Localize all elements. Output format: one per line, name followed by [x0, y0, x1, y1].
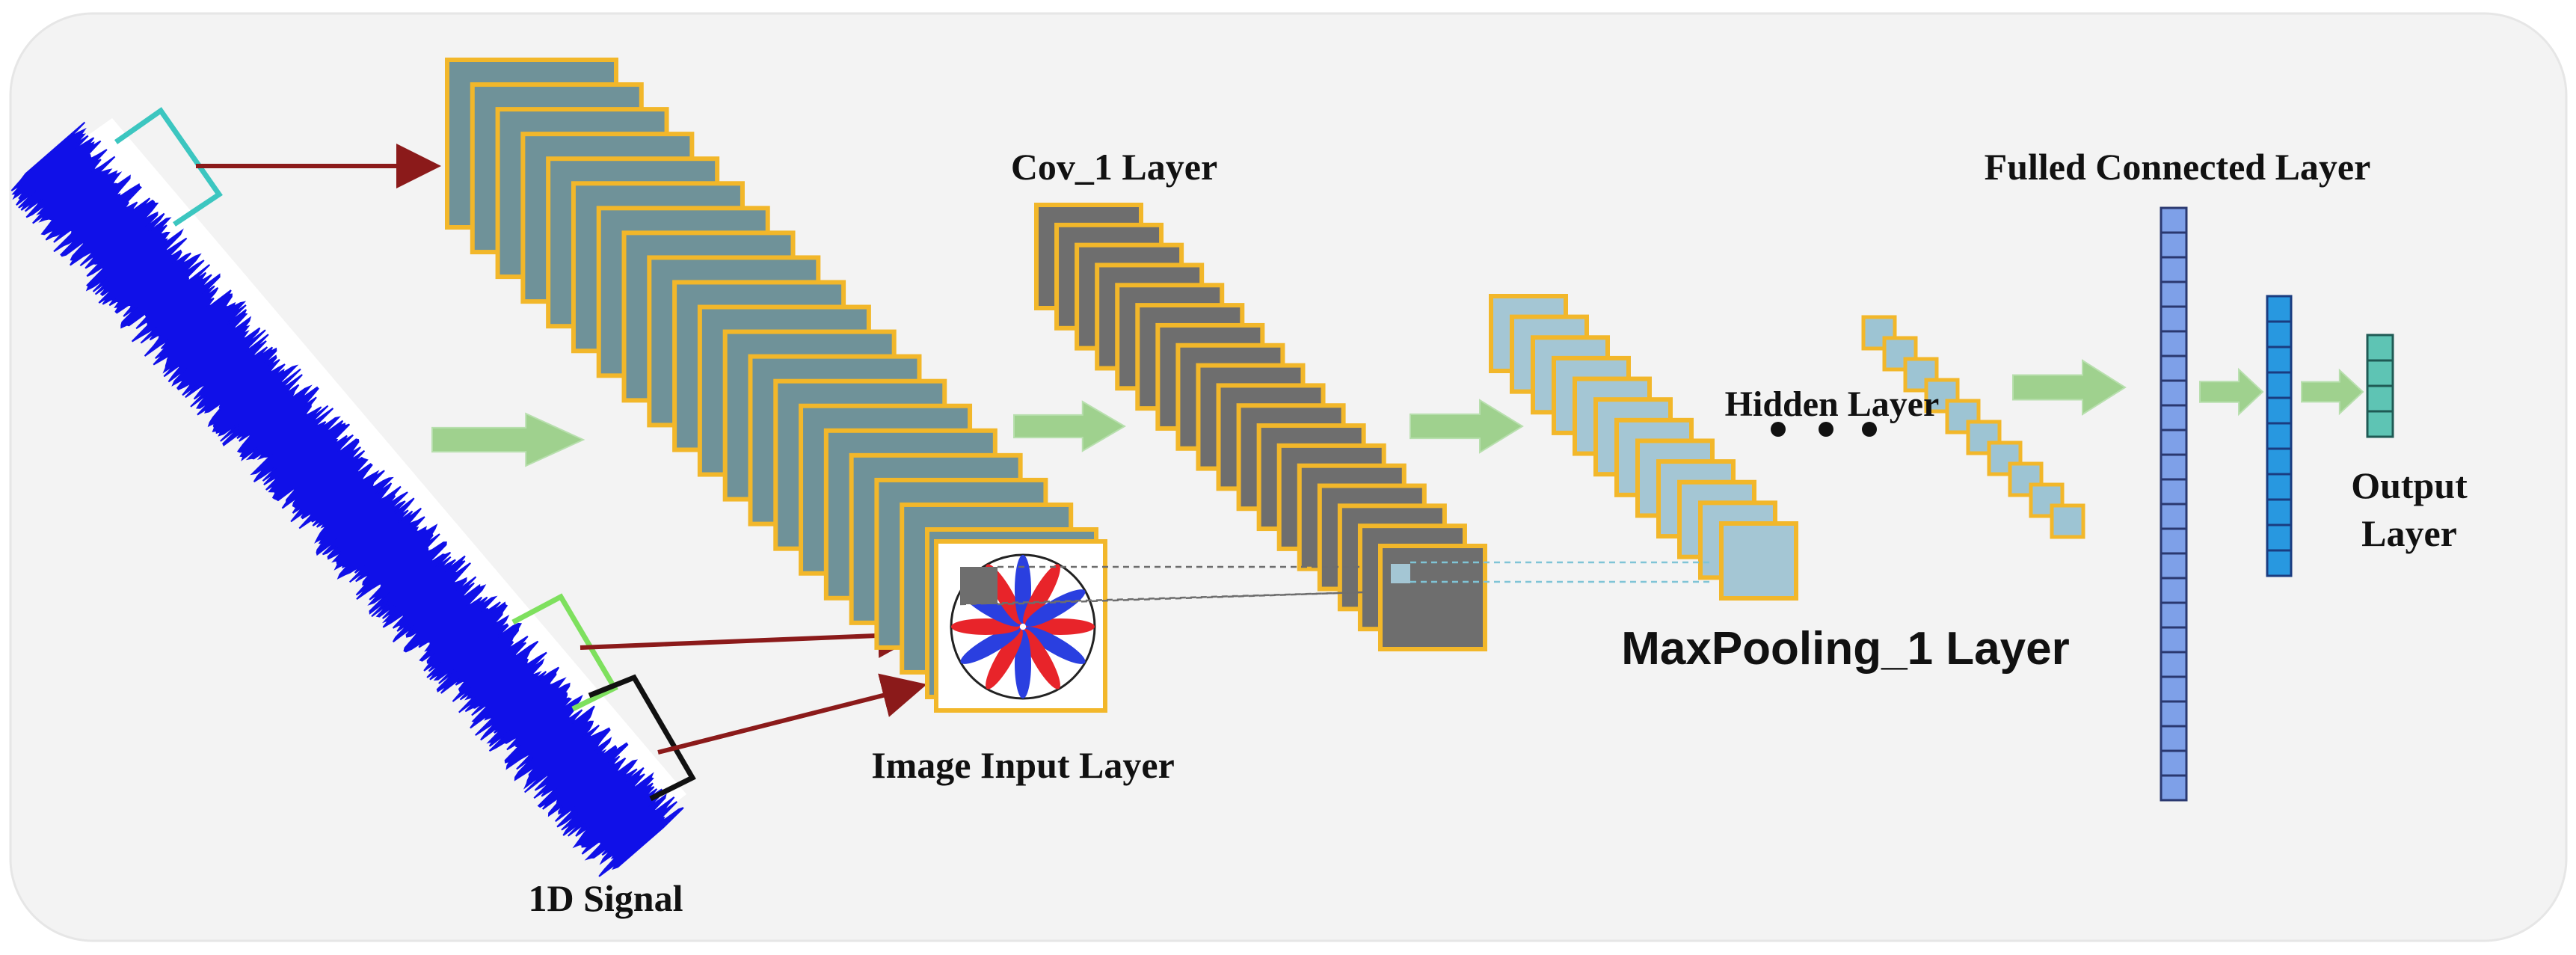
fc-col2-cell-6 [2266, 422, 2293, 450]
fc-col1-cell-21 [2160, 700, 2188, 728]
connector-lines [959, 565, 1363, 606]
fc-col1-cell-22 [2160, 725, 2188, 752]
fc-column-2 [2266, 295, 2293, 577]
signal-bracket-green [511, 593, 618, 712]
polar-petal-2 [1025, 627, 1086, 664]
arrow-signal-to-input-image2 [657, 673, 927, 755]
conv-frame-18 [1378, 544, 1487, 651]
connector-line-3 [959, 591, 1363, 606]
polar-petal-12 [1025, 589, 1086, 627]
fc-col2-cell-2 [2266, 320, 2293, 348]
fc-col1-cell-18 [2160, 626, 2188, 654]
output-column [2366, 334, 2394, 438]
signal-bracket-black [588, 674, 696, 802]
fc-col1-cell-23 [2160, 749, 2188, 777]
fc-col1-cell-17 [2160, 601, 2188, 629]
fc-column-1 [2160, 206, 2188, 802]
fc-col2-cell-3 [2266, 346, 2293, 374]
conv-highlight-square [1391, 564, 1410, 583]
fc-col1-cell-6 [2160, 330, 2188, 357]
fc-col1-cell-9 [2160, 404, 2188, 432]
fc-col1-cell-13 [2160, 503, 2188, 530]
fc-col1-cell-1 [2160, 206, 2188, 234]
hidden-dot-2 [1819, 422, 1833, 437]
connector-lines-blue [1410, 561, 1712, 583]
fc-col2-cell-8 [2266, 473, 2293, 501]
fc-col2-cell-10 [2266, 523, 2293, 552]
fc-col1-cell-20 [2160, 675, 2188, 703]
hidden-dot-1 [1771, 422, 1786, 437]
output-cell-3 [2366, 384, 2394, 413]
fc-col1-cell-16 [2160, 577, 2188, 604]
label-fc-layer: Fulled Connected Layer [1985, 146, 2371, 188]
arrow-signal-to-input-image1 [580, 612, 923, 658]
fc-col1-cell-4 [2160, 280, 2188, 308]
maxpool-frame-12 [1719, 521, 1798, 601]
flow-arrow-6 [2301, 368, 2364, 416]
polar-petal-6 [960, 627, 1021, 664]
output-cell-1 [2366, 334, 2394, 362]
fc-col2-cell-5 [2266, 396, 2293, 425]
hidden-frame-9 [2029, 482, 2065, 518]
fc-col1-cell-8 [2160, 379, 2188, 407]
flow-arrow-2 [1013, 400, 1126, 452]
label-output-line2: Layer [2361, 512, 2457, 554]
fc-col1-cell-19 [2160, 651, 2188, 678]
maxpool-layer-stack [1489, 294, 1798, 601]
hidden-dot-3 [1862, 422, 1877, 437]
fc-col1-cell-10 [2160, 429, 2188, 456]
fc-col2-cell-4 [2266, 371, 2293, 399]
signal-bracket-teal [114, 107, 223, 227]
fc-col2-cell-9 [2266, 498, 2293, 526]
polar-kernel-square [960, 567, 997, 604]
fc-col2-cell-11 [2266, 549, 2293, 577]
fc-col1-cell-15 [2160, 552, 2188, 580]
fc-col1-cell-24 [2160, 774, 2188, 802]
flow-arrow-4 [2012, 359, 2127, 416]
hidden-frame-10 [2050, 503, 2085, 539]
signal-waveform [10, 118, 686, 877]
output-cell-4 [2366, 410, 2394, 438]
fc-col1-cell-12 [2160, 478, 2188, 506]
polar-image [934, 539, 1107, 713]
fc-col1-cell-7 [2160, 354, 2188, 382]
flow-arrow-3 [1410, 399, 1524, 454]
label-1d-signal: 1D Signal [528, 877, 683, 919]
polar-petal-3 [1023, 629, 1060, 690]
label-hidden-layer: Hidden Layer [1725, 384, 1940, 424]
signal-trace [10, 121, 684, 877]
flow-arrow-1 [431, 412, 585, 467]
fc-col1-cell-11 [2160, 453, 2188, 481]
polar-petal-11 [1023, 564, 1060, 624]
polar-petal-5 [986, 629, 1023, 690]
fc-col1-cell-2 [2160, 231, 2188, 259]
conv-layer-stack [1034, 203, 1487, 651]
flow-arrows [431, 359, 2364, 467]
label-output-line1: Output [2351, 464, 2468, 506]
fc-col1-cell-14 [2160, 527, 2188, 555]
fc-col1-cell-3 [2160, 256, 2188, 283]
label-image-input-layer: Image Input Layer [871, 744, 1175, 786]
fc-col2-cell-1 [2266, 295, 2293, 323]
fc-col2-cell-7 [2266, 447, 2293, 476]
output-cell-2 [2366, 359, 2394, 387]
fc-col1-cell-5 [2160, 305, 2188, 333]
hidden-layer-stack [1861, 315, 2085, 539]
flow-arrow-5 [2199, 367, 2264, 417]
label-maxpooling1-layer: MaxPooling_1 Layer [1621, 623, 2070, 675]
label-cov1-layer: Cov_1 Layer [1011, 146, 1217, 188]
